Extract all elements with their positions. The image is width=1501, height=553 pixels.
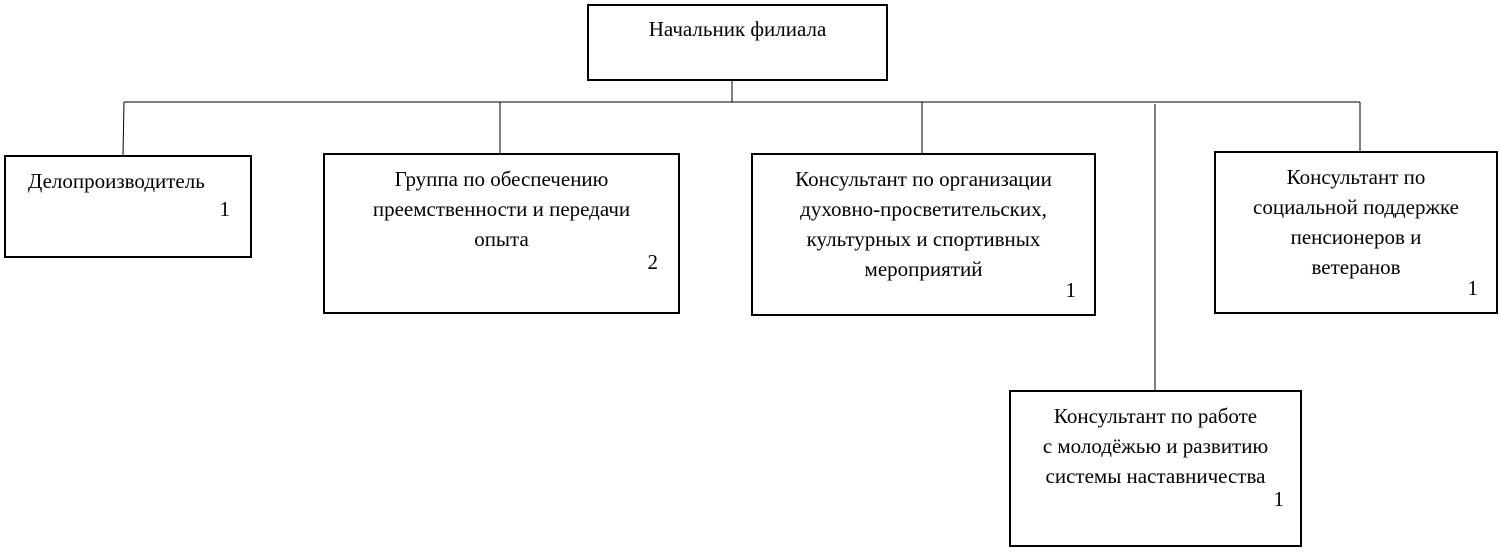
node-clerk: Делопроизводитель 1 bbox=[4, 155, 252, 258]
node-spiritual-events-consultant-title: Консультант по организации духовно-просв… bbox=[795, 167, 1052, 281]
node-spiritual-events-consultant: Консультант по организации духовно-просв… bbox=[751, 153, 1096, 316]
node-social-support-consultant-count: 1 bbox=[1467, 276, 1479, 300]
node-continuity-group-count: 2 bbox=[647, 250, 659, 274]
node-continuity-group-title: Группа по обеспечению преемственности и … bbox=[372, 167, 631, 251]
node-continuity-group: Группа по обеспечению преемственности и … bbox=[323, 153, 680, 314]
node-youth-mentoring-consultant-title: Консультант по работе с молодёжью и разв… bbox=[1042, 404, 1269, 488]
node-social-support-consultant: Консультант по социальной поддержке пенс… bbox=[1214, 151, 1498, 314]
connector-to-clerk bbox=[122, 101, 125, 156]
node-clerk-count: 1 bbox=[219, 197, 231, 221]
node-clerk-title: Делопроизводитель bbox=[28, 169, 205, 193]
node-social-support-consultant-title: Консультант по социальной поддержке пенс… bbox=[1253, 165, 1459, 279]
node-youth-mentoring-consultant: Консультант по работе с молодёжью и разв… bbox=[1009, 390, 1302, 547]
node-branch-head-title: Начальник филиала bbox=[648, 17, 827, 41]
node-youth-mentoring-consultant-count: 1 bbox=[1273, 487, 1285, 511]
node-spiritual-events-consultant-count: 1 bbox=[1065, 278, 1077, 302]
node-branch-head: Начальник филиала bbox=[587, 4, 888, 81]
